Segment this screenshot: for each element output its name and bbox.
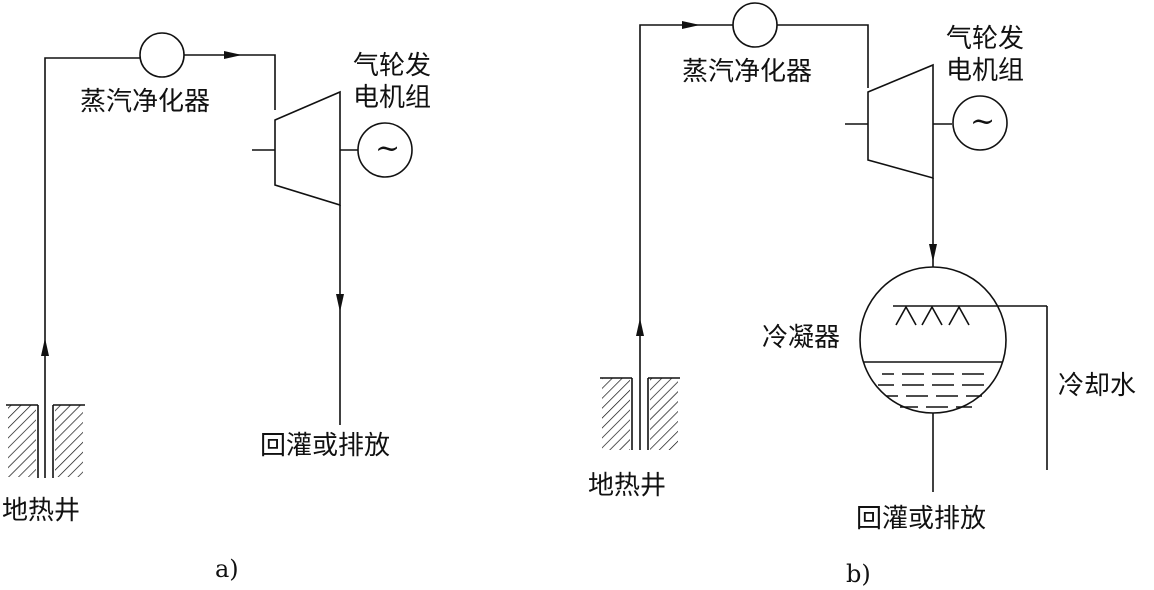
condenser-symbol [860,267,1006,413]
diagram-b [600,3,1047,492]
condenser-water-dashes [878,374,984,407]
generator-b-symbol [953,96,1007,150]
label-a-reinjection: 回灌或排放 [260,431,391,461]
label-a-geothermal-well: 地热井 [2,496,81,526]
arrow-a-down [336,294,344,312]
label-b-condenser: 冷凝器 [762,323,841,353]
turbine-a [275,92,340,205]
label-b-geothermal-well: 地热井 [588,471,667,501]
label-a-steam-purifier: 蒸汽净化器 [80,87,211,117]
label-a-ac-sign: ~ [375,131,401,166]
arrow-b-right [682,21,700,29]
label-a-generator-line1: 气轮发 [353,51,432,81]
turbine-b [868,65,933,178]
well-b-right-wall [650,378,678,450]
well-b-left-wall [602,378,630,450]
label-b-generator-line1: 气轮发 [946,24,1025,54]
arrow-a-right [224,51,242,59]
pipe-a-to-turbine [184,55,275,110]
steam-purifier-b-symbol [733,3,777,47]
pipe-b-to-turbine [777,25,868,88]
arrow-b-down [929,244,937,262]
well-a-left-wall [8,405,36,477]
caption-b: b) [846,560,871,588]
steam-purifier-a-symbol [140,33,184,77]
generator-a-symbol [358,123,412,177]
diagram-a [6,33,412,478]
pipe-b-riser [640,25,733,450]
label-b-reinjection: 回灌或排放 [856,504,987,534]
well-a-right-wall [55,405,83,477]
label-a-generator-line2: 电机组 [353,83,432,113]
condenser-spray-nozzles [896,307,969,325]
label-b-steam-purifier: 蒸汽净化器 [682,57,813,87]
arrow-a-up [41,338,49,356]
arrow-b-up [636,318,644,336]
label-b-generator-line2: 电机组 [946,56,1025,86]
label-b-cooling-water: 冷却水 [1058,371,1137,401]
label-b-ac-sign: ~ [970,104,996,139]
caption-a: a) [215,555,239,583]
